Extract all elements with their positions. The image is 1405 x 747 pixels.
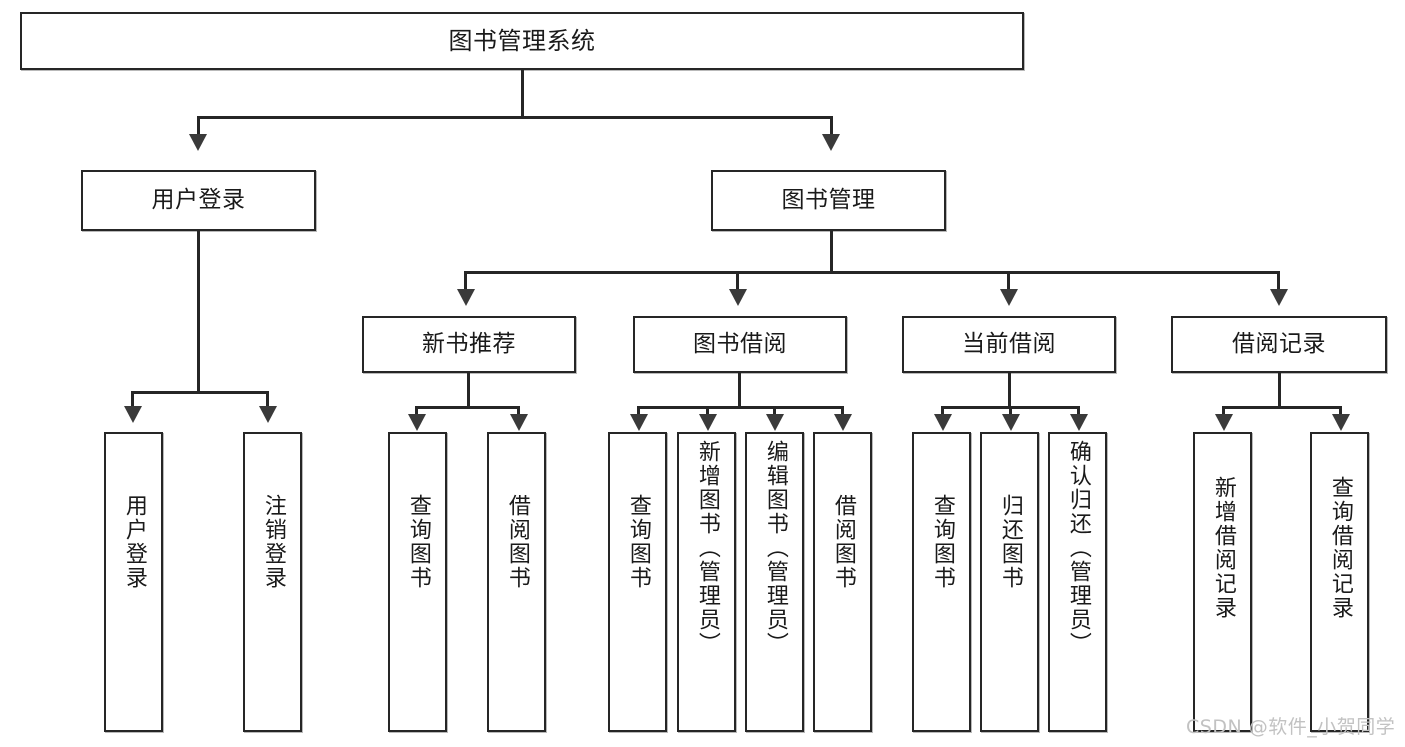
connector-user-login-drop-2	[266, 391, 269, 409]
connector-book-borrow-bus	[637, 406, 842, 409]
node-label: 当前借阅	[962, 331, 1056, 357]
node-label: 借阅图书	[504, 494, 530, 590]
connector-book-manage-bus	[464, 271, 1280, 274]
leaf-current-query[interactable]: 查询图书	[912, 432, 971, 732]
connector-to-book-borrow	[736, 271, 739, 293]
node-label: 图书管理系统	[448, 27, 596, 55]
node-label: 用户登录	[151, 187, 246, 213]
node-label: 新书推荐	[422, 331, 516, 357]
leaf-user-login[interactable]: 用户登录	[104, 432, 163, 732]
connector-user-login-drop-1	[131, 391, 134, 409]
connector-book-manage-stem	[830, 231, 833, 271]
node-label: 查询图书	[929, 494, 955, 590]
node-new-book-recommend[interactable]: 新书推荐	[362, 316, 576, 373]
connector-borrow-record-bus	[1222, 406, 1339, 409]
arrow-to-new-book	[457, 289, 475, 306]
arrow-current-borrow-leaf-3	[1070, 414, 1088, 431]
node-user-login[interactable]: 用户登录	[81, 170, 316, 231]
arrow-borrow-record-leaf-1	[1215, 414, 1233, 431]
connector-current-borrow-drop-3	[1077, 406, 1080, 416]
connector-to-new-book	[464, 271, 467, 293]
node-label: 用户登录	[121, 494, 147, 590]
arrow-to-user-login	[189, 134, 207, 151]
connector-borrow-record-drop-2	[1339, 406, 1342, 416]
leaf-add-borrow-record[interactable]: 新增借阅记录	[1193, 432, 1252, 732]
connector-root-to-book-manage	[830, 116, 833, 138]
connector-current-borrow-drop-1	[941, 406, 944, 416]
node-label: 查询图书	[625, 494, 651, 590]
connector-new-book-drop-2	[517, 406, 520, 416]
arrow-to-leaf-user-login	[124, 406, 142, 423]
node-label: 借阅记录	[1232, 331, 1326, 357]
connector-new-book-stem	[467, 373, 470, 406]
connector-user-login-bus	[131, 391, 266, 394]
arrow-to-borrow-record	[1270, 289, 1288, 306]
arrow-to-book-manage	[822, 134, 840, 151]
connector-borrow-record-stem	[1278, 373, 1281, 406]
arrow-current-borrow-leaf-2	[1002, 414, 1020, 431]
connector-new-book-bus	[415, 406, 520, 409]
node-label: 图书管理	[781, 187, 876, 213]
node-borrow-record[interactable]: 借阅记录	[1171, 316, 1387, 373]
connector-borrow-record-drop-1	[1222, 406, 1225, 416]
node-current-borrow[interactable]: 当前借阅	[902, 316, 1116, 373]
leaf-new-book-borrow[interactable]: 借阅图书	[487, 432, 546, 732]
connector-book-borrow-drop-3	[773, 406, 776, 416]
leaf-logout[interactable]: 注销登录	[243, 432, 302, 732]
arrow-to-leaf-logout	[259, 406, 277, 423]
node-label: 归还图书	[997, 494, 1023, 590]
connector-current-borrow-drop-2	[1009, 406, 1012, 416]
arrow-book-borrow-leaf-3	[766, 414, 784, 431]
connector-root-to-user-login	[197, 116, 200, 138]
leaf-current-return[interactable]: 归还图书	[980, 432, 1039, 732]
node-book-manage[interactable]: 图书管理	[711, 170, 946, 231]
connector-root-stem	[521, 70, 524, 116]
connector-new-book-drop-1	[415, 406, 418, 416]
connector-to-current-borrow	[1007, 271, 1010, 293]
leaf-new-book-query[interactable]: 查询图书	[388, 432, 447, 732]
node-label: 查询借阅记录	[1327, 476, 1353, 620]
arrow-to-current-borrow	[1000, 289, 1018, 306]
node-label: 图书借阅	[693, 331, 787, 357]
connector-root-bus	[197, 116, 833, 119]
arrow-book-borrow-leaf-1	[630, 414, 648, 431]
node-label: 查询图书	[405, 494, 431, 590]
connector-current-borrow-stem	[1008, 373, 1011, 406]
arrow-new-book-leaf-2	[510, 414, 528, 431]
arrow-book-borrow-leaf-4	[834, 414, 852, 431]
connector-book-borrow-stem	[738, 373, 741, 406]
leaf-confirm-return-admin[interactable]: 确认归还（管理员）	[1048, 432, 1107, 732]
leaf-book-edit-admin[interactable]: 编辑图书（管理员）	[745, 432, 804, 732]
arrow-book-borrow-leaf-2	[699, 414, 717, 431]
arrow-to-book-borrow	[729, 289, 747, 306]
leaf-query-borrow-record[interactable]: 查询借阅记录	[1310, 432, 1369, 732]
arrow-current-borrow-leaf-1	[934, 414, 952, 431]
arrow-new-book-leaf-1	[408, 414, 426, 431]
connector-user-login-stem	[197, 231, 200, 391]
connector-book-borrow-drop-4	[841, 406, 844, 416]
connector-to-borrow-record	[1277, 271, 1280, 293]
arrow-borrow-record-leaf-2	[1332, 414, 1350, 431]
node-label: 新增图书（管理员）	[694, 440, 720, 656]
node-root-system[interactable]: 图书管理系统	[20, 12, 1024, 70]
node-label: 借阅图书	[830, 494, 856, 590]
node-book-borrow[interactable]: 图书借阅	[633, 316, 847, 373]
node-label: 新增借阅记录	[1210, 476, 1236, 620]
leaf-book-borrow-query[interactable]: 查询图书	[608, 432, 667, 732]
node-label: 注销登录	[260, 494, 286, 590]
leaf-book-borrow-action[interactable]: 借阅图书	[813, 432, 872, 732]
connector-book-borrow-drop-1	[637, 406, 640, 416]
node-label: 确认归还（管理员）	[1065, 440, 1091, 656]
leaf-book-add-admin[interactable]: 新增图书（管理员）	[677, 432, 736, 732]
connector-book-borrow-drop-2	[706, 406, 709, 416]
node-label: 编辑图书（管理员）	[762, 440, 788, 656]
